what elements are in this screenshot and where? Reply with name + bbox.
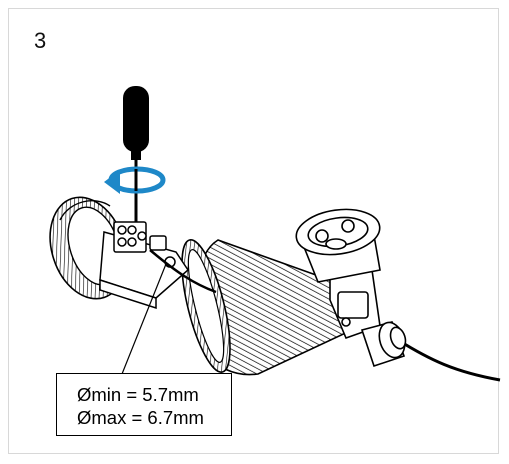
step-number: 3 [34,28,47,53]
internal-wire [149,249,217,294]
rotate-arrow-icon [104,166,166,194]
cable-diameter-callout: Ømin = 5.7mm Ømax = 6.7mm [56,373,232,436]
wall-mount-bracket [295,208,381,340]
power-cable [397,338,501,382]
callout-leader [121,263,167,375]
camera-housing [181,239,354,376]
max-diameter-text: Ømax = 6.7mm [77,407,204,428]
screwdriver-icon [123,86,149,222]
min-diameter-text: Ømin = 5.7mm [77,384,199,405]
cable-gland [360,321,407,368]
terminal-board [99,221,189,310]
